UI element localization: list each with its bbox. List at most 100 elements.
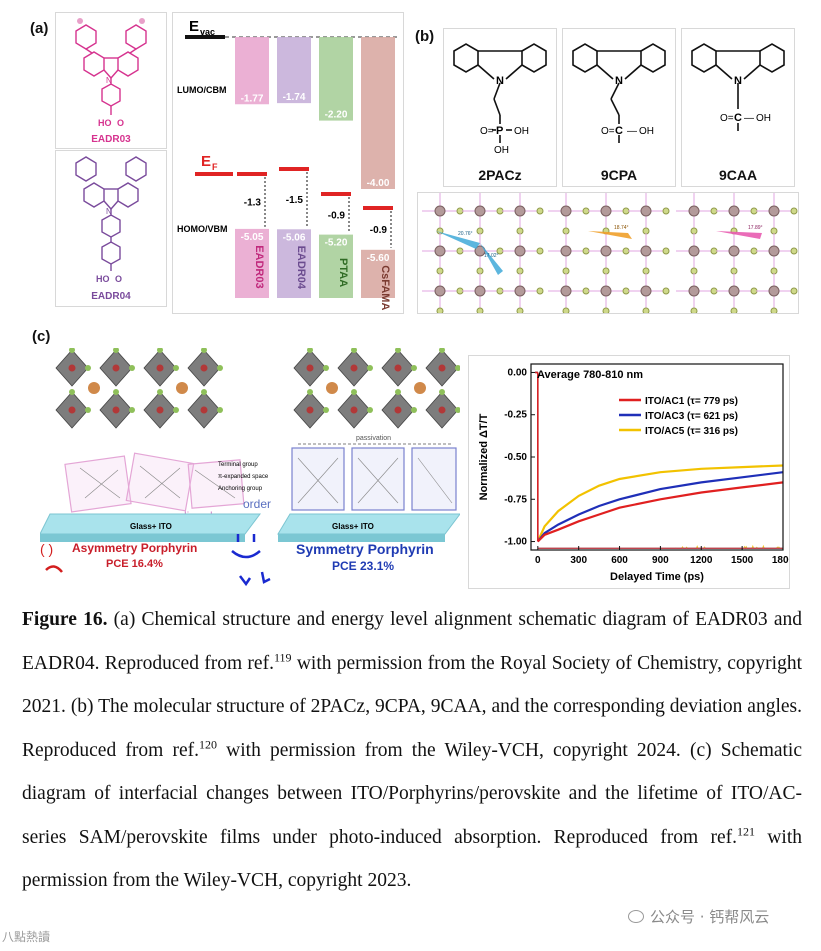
octahedron-corner — [307, 347, 313, 353]
lattice-atom — [640, 285, 652, 297]
angle-label-1: 20.76° — [458, 231, 473, 237]
octahedron-corner — [411, 365, 417, 371]
octahedron-corner — [157, 347, 163, 353]
eadr04-anchor-text: HO — [96, 274, 110, 284]
x-tick-label: 1500 — [731, 555, 754, 566]
octahedron-corner — [129, 407, 135, 413]
homo-band — [235, 228, 269, 298]
octahedron-corner — [395, 389, 401, 395]
lattice-halide — [730, 307, 738, 315]
octahedron-corner — [455, 407, 461, 413]
terminal-label: Terminal group — [218, 462, 258, 468]
energy-bars: -1.77-5.05EADR03-1.3-1.74-5.06EADR04-1.5… — [235, 37, 395, 310]
octahedron-center — [350, 364, 358, 372]
svg-text:( ): ( ) — [40, 541, 53, 557]
homo-band — [361, 249, 395, 298]
octahedron-center — [306, 364, 314, 372]
y-tick-label: -0.75 — [504, 494, 527, 505]
homo-value: -5.05 — [241, 232, 264, 243]
substrate-left: Glass+ ITO — [130, 522, 172, 531]
molecule-9caa: N O= C — OH 9CAA — [681, 28, 795, 187]
svg-text:N: N — [615, 75, 623, 87]
homo-band — [319, 234, 353, 298]
lattice-halide — [690, 307, 698, 315]
lattice-halide — [790, 247, 798, 255]
caption-ref-1: 119 — [273, 650, 292, 664]
lattice-halide — [536, 287, 544, 295]
corner-watermark: 八點熱讀 — [2, 930, 51, 944]
molecule-2pacz: N O= P OH OH 2PACz — [443, 28, 557, 187]
eadr04-structure-drawing: N HO O EADR04 — [75, 156, 147, 302]
lattice-atom — [600, 245, 612, 257]
octahedron-corner — [367, 365, 373, 371]
octahedron-corner — [85, 365, 91, 371]
lattice-atom — [728, 245, 740, 257]
material-name: EADR03 — [253, 245, 265, 288]
octahedron-corner — [85, 407, 91, 413]
fit-line — [536, 471, 784, 543]
lattice-halide — [770, 307, 778, 315]
octahedron-corner — [307, 389, 313, 395]
svg-text:P: P — [496, 125, 503, 137]
octahedron-center — [68, 364, 76, 372]
lattice-atom — [768, 285, 780, 297]
material-name: CsFAMA — [379, 265, 391, 310]
caption-ref-2: 120 — [198, 737, 217, 751]
lumo-band — [319, 37, 353, 121]
lattice-atom — [688, 205, 700, 217]
9cpa-drawing: N O= C — OH — [572, 43, 666, 143]
lattice-atom — [600, 205, 612, 217]
lattice-atom — [640, 205, 652, 217]
eadr03-structure: N HO O EADR03 — [55, 12, 167, 149]
octahedron-center — [156, 406, 164, 414]
y-tick-label: 0.00 — [508, 367, 528, 378]
lattice-halide — [602, 307, 610, 315]
ef-sub: F — [212, 162, 218, 172]
octahedron-corner — [323, 365, 329, 371]
lattice-halide — [536, 207, 544, 215]
a-site-cation — [176, 382, 188, 394]
offset-value: -0.9 — [370, 225, 388, 236]
lattice-halide — [662, 247, 670, 255]
svg-text:—: — — [627, 126, 637, 137]
porphyrin-schematic: disorder Glass+ ITO passivation Terminal… — [39, 347, 461, 590]
lattice-atom — [514, 205, 526, 217]
homo-value: -5.20 — [325, 238, 348, 249]
panel-b-label: (b) — [415, 28, 435, 45]
perovskite-left — [55, 347, 223, 429]
homo-band — [277, 229, 311, 298]
svg-text:O=: O= — [480, 126, 494, 137]
svg-text:—: — — [744, 113, 754, 124]
octahedron-corner — [395, 347, 401, 353]
angle-label-4: 17.89° — [748, 225, 763, 231]
9caa-name: 9CAA — [718, 167, 758, 183]
octahedron-corner — [129, 365, 135, 371]
asym-title: Asymmetry Porphyrin — [72, 541, 197, 555]
lattice-halide — [436, 307, 444, 315]
panel-a-label: (a) — [30, 20, 49, 37]
lattice-atom — [728, 285, 740, 297]
lattice-atom — [514, 285, 526, 297]
octahedron-center — [438, 364, 446, 372]
lumo-label: LUMO/CBM — [177, 85, 227, 95]
angle-label-3: 18.74° — [614, 225, 629, 231]
order-label: order — [243, 497, 271, 511]
lattice-atom — [728, 205, 740, 217]
octahedron-center — [394, 406, 402, 414]
eadr03-structure-drawing: N HO O EADR03 — [75, 18, 147, 145]
wechat-watermark: 公众号 · 钙帮风云 — [628, 906, 769, 927]
a-site-cation — [326, 382, 338, 394]
energy-level-svg: E vac LUMO/CBM HOMO/VBM E F -1.77-5.05EA… — [177, 18, 397, 310]
octahedron-corner — [351, 389, 357, 395]
wechat-icon — [628, 910, 644, 923]
sym-title: Symmetry Porphyrin — [296, 541, 434, 557]
octahedron-center — [156, 364, 164, 372]
octahedron-center — [112, 406, 120, 414]
lattice-group — [422, 193, 798, 315]
x-tick-label: 600 — [611, 555, 628, 566]
caption-part-3: with permission from the Wiley-VCH, copy… — [22, 739, 803, 848]
